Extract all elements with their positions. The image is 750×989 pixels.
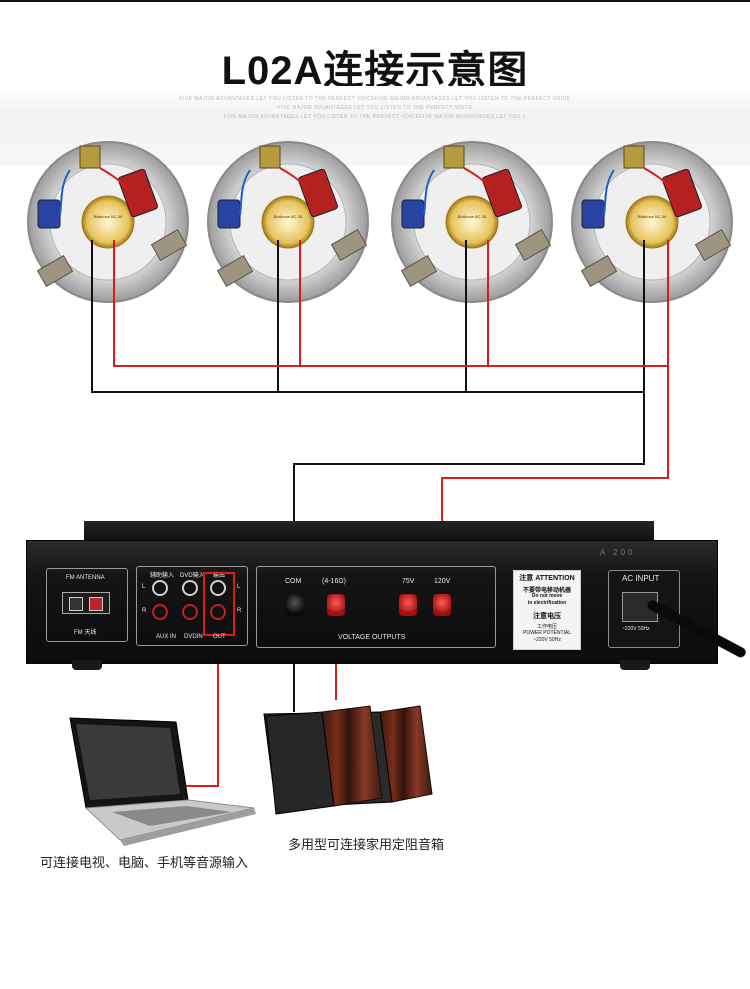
v75-terminal[interactable] <box>399 594 417 616</box>
speaker-badge-2: Blallence BC-36 <box>274 214 303 219</box>
ceiling-speaker-3 <box>391 141 553 303</box>
fm-antenna-label: FM ANTENNA <box>66 575 105 581</box>
rca-panel <box>136 566 248 646</box>
amp-foot-right <box>620 660 650 670</box>
out-left-label: L <box>237 584 241 590</box>
dvd-in-right-jack[interactable] <box>182 604 198 620</box>
voltage-outputs-label: VOLTAGE OUTPUTS <box>338 634 406 641</box>
fm-terminal-red[interactable] <box>89 597 103 611</box>
notice-move-en-1: Do not move <box>531 593 563 599</box>
notice-head-en: ATTENTION <box>535 575 575 582</box>
ceiling-speaker-1 <box>27 141 189 303</box>
fm-terminal-black[interactable] <box>69 597 83 611</box>
speakers-caption: 多用型可连接家用定阻音箱 <box>288 837 445 852</box>
dvd-in-cn-label: DVD输入 <box>180 573 205 579</box>
page-title: L02A连接示意图 <box>221 49 529 93</box>
ohm-terminal[interactable] <box>327 594 345 616</box>
aux-in-left-jack[interactable] <box>152 580 168 596</box>
notice-label: 注意 ATTENTION 不要带电移动机器 Do not move in ele… <box>513 570 581 650</box>
ceiling-speaker-2 <box>207 141 369 303</box>
slogan-line-1: FIVE MAJOR ADVANTAGES LET YOU LISTEN TO … <box>179 96 571 102</box>
laptop-caption: 可连接电视、电脑、手机等音源输入 <box>40 855 249 870</box>
aux-in-label: AUX IN <box>156 634 177 640</box>
notice-move-en-2: in electrification <box>527 600 567 606</box>
top-border <box>0 0 750 2</box>
speaker-badge-3: Blallence BC-36 <box>458 214 487 219</box>
ac-input-spec: ~220V 50Hz <box>622 626 650 632</box>
output-highlight-box <box>203 572 235 636</box>
passive-speakers <box>263 705 433 815</box>
model-mark: A 200 <box>600 548 636 557</box>
com-label: COM <box>285 578 302 585</box>
amp-foot-left <box>72 660 102 670</box>
out-right-label: R <box>237 608 242 614</box>
notice-potential: POWER POTENTIAL <box>522 630 572 636</box>
aux-in-cn-label: 辅助输入 <box>150 573 175 579</box>
red-wires <box>113 240 669 787</box>
notice-move-cn: 不要带电移动机器 <box>522 588 571 594</box>
notice-spec: ~220V 50Hz <box>533 637 561 643</box>
slogan-line-3: FIVE MAJOR ADVANTAGES LET YOU LISTEN TO … <box>223 114 527 120</box>
rca-left-label: L <box>142 584 146 590</box>
v120-terminal[interactable] <box>433 594 451 616</box>
out-right-jack[interactable] <box>210 604 226 620</box>
ohm-label: (4-16Ω) <box>322 578 346 585</box>
speaker-badge-1: Blallence BC-36 <box>94 214 123 219</box>
laptop <box>69 717 256 846</box>
ceiling-speaker-4 <box>571 141 733 303</box>
out-left-jack[interactable] <box>210 580 226 596</box>
voltage-output-panel <box>256 566 496 648</box>
fm-terminal[interactable] <box>62 592 110 614</box>
rca-right-label: R <box>142 608 147 614</box>
speaker-badge-4: Blallence BC-36 <box>638 214 667 219</box>
fm-cn-label: FM 天线 <box>74 630 97 636</box>
dvd-in-left-jack[interactable] <box>182 580 198 596</box>
slogan-line-2: FIVE MAJOR ADVANTAGES LET YOU LISTEN TO … <box>277 105 473 111</box>
notice-volt-cn: 注意电压 <box>533 613 561 620</box>
v120-label: 120V <box>434 578 451 585</box>
com-terminal[interactable] <box>286 594 304 616</box>
out-label: OUT <box>213 634 226 640</box>
notice-work-cn: 工作电压 <box>536 624 557 630</box>
out-cn-label: 输出 <box>213 573 226 579</box>
fm-panel <box>46 568 128 642</box>
dvd-in-label: DVDIN <box>184 634 203 640</box>
amplifier <box>26 540 718 664</box>
amplifier-top <box>84 521 654 541</box>
ac-input-label: AC INPUT <box>622 574 660 583</box>
notice-head-cn: 注意 <box>519 575 534 582</box>
v75-label: 75V <box>402 578 415 585</box>
aux-in-right-jack[interactable] <box>152 604 168 620</box>
